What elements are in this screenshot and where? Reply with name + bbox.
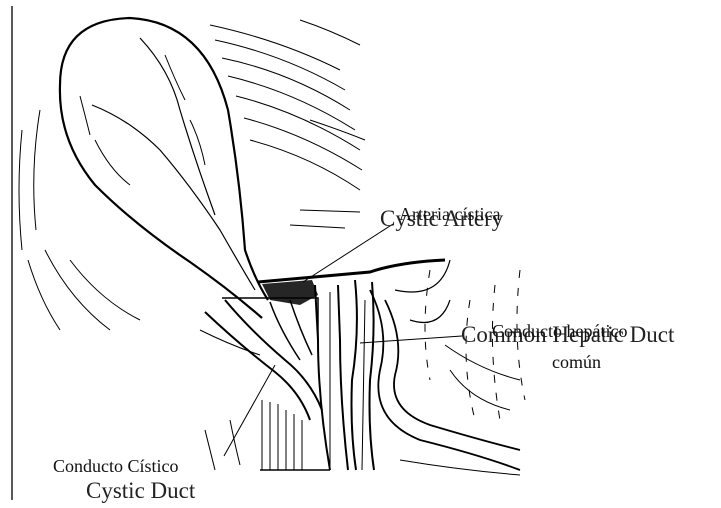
duodenum-shape xyxy=(370,260,520,475)
liver-edge-line xyxy=(258,260,445,282)
cystic-duct-label-es: Conducto Cístico xyxy=(53,457,179,475)
hepatic-duct-leader xyxy=(360,336,462,343)
hepatic-duct-shape xyxy=(315,280,374,470)
cystic-artery-vessels xyxy=(222,298,318,360)
cystic-duct-label-en: Cystic Duct xyxy=(86,479,195,502)
hepatic-duct-label-es-line1: Conducto hepático xyxy=(492,322,627,340)
cystic-artery-label-es: Arteria cística xyxy=(399,205,500,223)
cystic-duct-leader xyxy=(224,365,275,456)
lower-hatching xyxy=(205,400,330,470)
gallbladder-body xyxy=(60,18,268,318)
hepatic-duct-label-es-line2: común xyxy=(552,353,601,371)
